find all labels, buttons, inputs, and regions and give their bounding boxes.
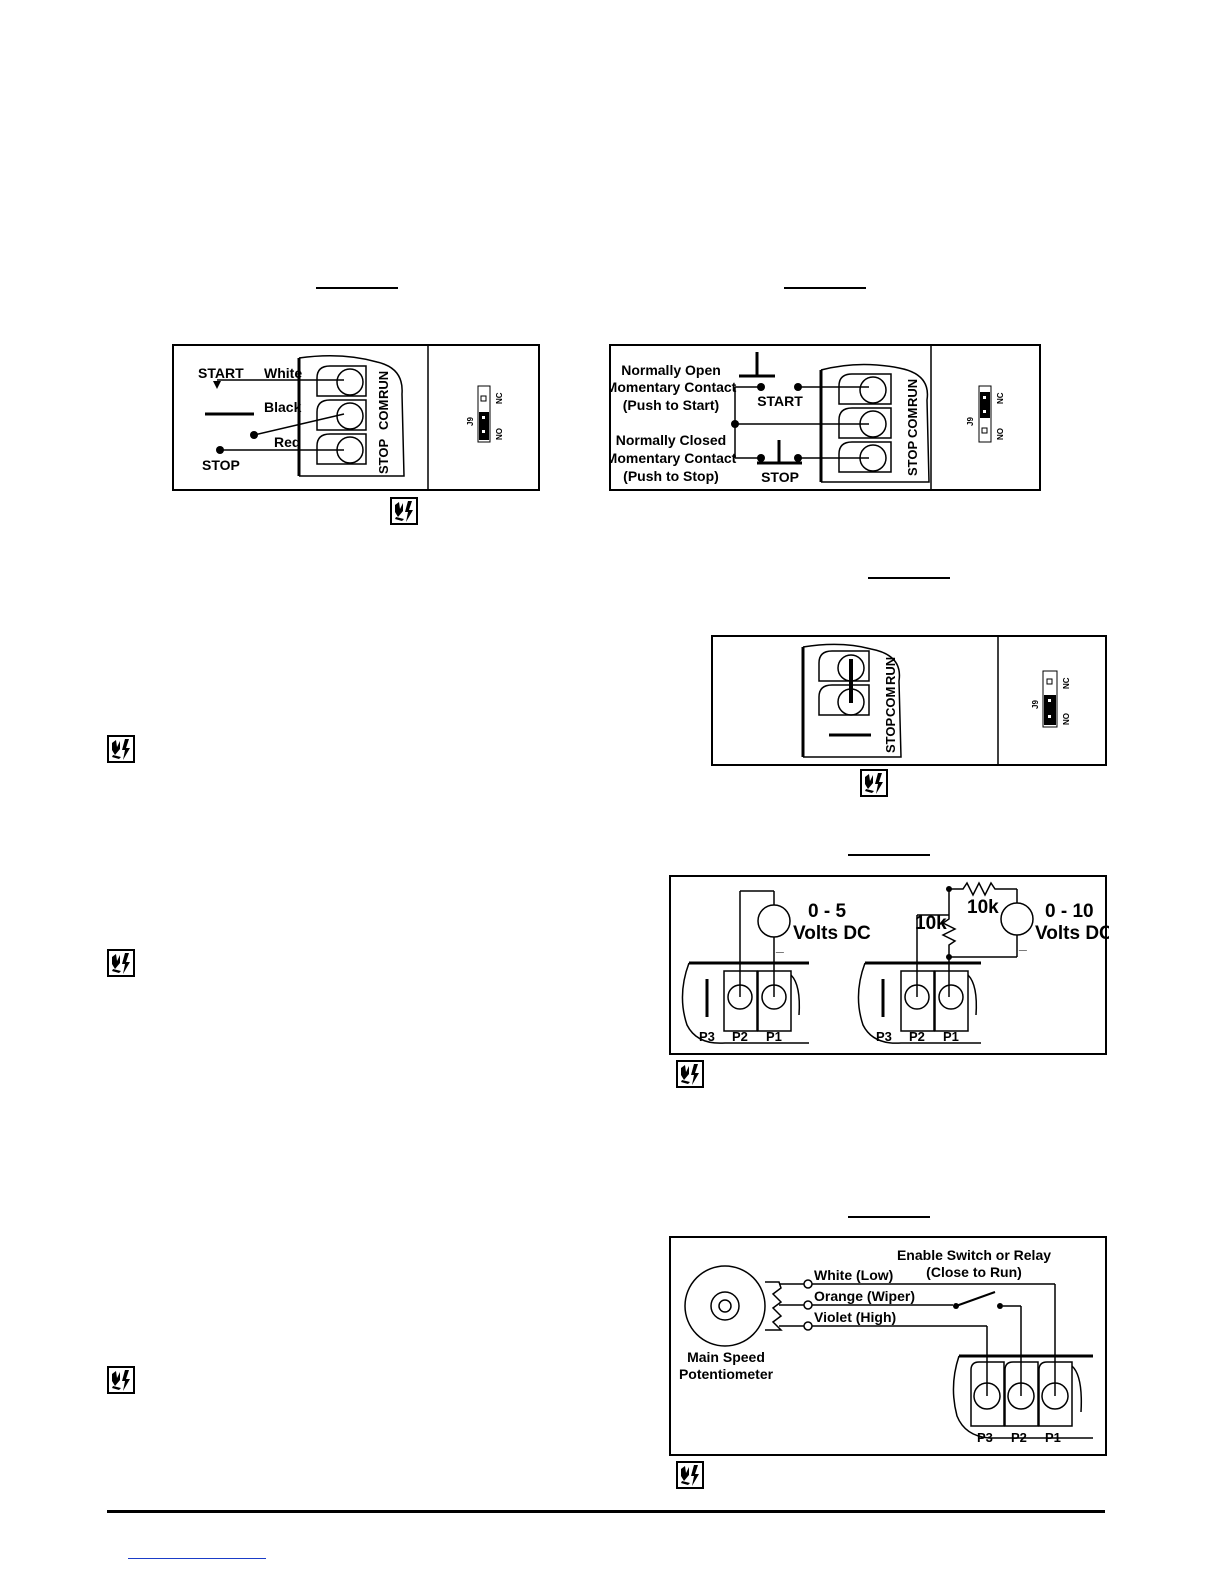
stop-terminal-label: STOP bbox=[376, 439, 391, 474]
normally-closed-label-1: Normally Closed bbox=[616, 432, 726, 448]
resistor-label: 10k bbox=[967, 897, 999, 918]
start-stop-switch-diagram: START White Black Red STOP RUN COM STOP … bbox=[172, 344, 540, 491]
minus-label: _ bbox=[775, 938, 784, 954]
p2-label: P2 bbox=[732, 1029, 748, 1044]
warning-icon bbox=[107, 735, 135, 763]
red-wire-label: Red bbox=[274, 434, 300, 450]
run-terminal-label: RUN bbox=[883, 657, 898, 685]
warning-icon bbox=[676, 1461, 704, 1489]
p2-label: P2 bbox=[909, 1029, 925, 1044]
enable-switch-label-1: Enable Switch or Relay bbox=[897, 1247, 1051, 1263]
warning-icon bbox=[390, 497, 418, 525]
potentiometer-label-2: Potentiometer bbox=[679, 1366, 774, 1382]
normally-closed-label-2: Momentary Contact bbox=[609, 450, 737, 466]
figure-title-underline bbox=[316, 287, 398, 289]
nc-label: NC bbox=[996, 392, 1005, 404]
no-label: NO bbox=[996, 428, 1005, 440]
normally-open-label-3: (Push to Start) bbox=[623, 397, 719, 413]
figure-title-underline bbox=[868, 577, 950, 579]
com-terminal-label: COM bbox=[883, 687, 898, 717]
p1-label: P1 bbox=[766, 1029, 782, 1044]
warning-icon bbox=[107, 949, 135, 977]
p2-label: P2 bbox=[1011, 1430, 1027, 1445]
no-label: NO bbox=[495, 428, 504, 440]
run-terminal-label: RUN bbox=[376, 371, 391, 399]
start-button-label: START bbox=[757, 393, 803, 409]
start-label: START bbox=[198, 365, 244, 381]
normally-closed-label-3: (Push to Stop) bbox=[623, 468, 719, 484]
volts-dc-label: Volts DC bbox=[1035, 923, 1109, 944]
white-wire-label: White bbox=[264, 365, 302, 381]
run-terminal-label: RUN bbox=[905, 379, 920, 407]
white-wire-label: White (Low) bbox=[814, 1267, 893, 1283]
resistor-label: 10k bbox=[915, 913, 947, 934]
p3-label: P3 bbox=[977, 1430, 993, 1445]
normally-open-label-2: Momentary Contact bbox=[609, 379, 737, 395]
stop-button-label: STOP bbox=[761, 469, 799, 485]
voltage-input-diagram: 0 - 5 Volts DC _ P3 P2 P1 10k 10k 0 - 10… bbox=[669, 875, 1109, 1055]
p1-label: P1 bbox=[943, 1029, 959, 1044]
no-label: NO bbox=[1062, 713, 1071, 725]
figure-title-underline bbox=[784, 287, 866, 289]
j9-label: J9 bbox=[1031, 700, 1040, 709]
violet-wire-label: Violet (High) bbox=[814, 1309, 896, 1325]
j9-label: J9 bbox=[466, 417, 475, 426]
stop-terminal-label: STOP bbox=[883, 718, 898, 753]
voltage-range-label: 0 - 10 bbox=[1045, 901, 1094, 922]
normally-open-label-1: Normally Open bbox=[621, 362, 721, 378]
footer-link[interactable] bbox=[128, 1558, 266, 1559]
enable-switch-label-2: (Close to Run) bbox=[926, 1264, 1022, 1280]
com-terminal-label: COM bbox=[376, 400, 391, 430]
enable-switch-diagram: Enable Switch or Relay (Close to Run) Wh… bbox=[669, 1236, 1107, 1456]
figure-title-underline bbox=[848, 854, 930, 856]
com-terminal-label: COM bbox=[905, 408, 920, 438]
j9-label: J9 bbox=[966, 417, 975, 426]
figure-title-underline bbox=[848, 1216, 930, 1218]
warning-icon bbox=[107, 1366, 135, 1394]
run-com-jumper-diagram: RUN COM STOP J9 NC NO bbox=[711, 635, 1107, 766]
orange-wire-label: Orange (Wiper) bbox=[814, 1288, 915, 1304]
black-wire-label: Black bbox=[264, 399, 302, 415]
momentary-contact-diagram: Normally Open Momentary Contact (Push to… bbox=[609, 344, 1041, 491]
stop-terminal-label: STOP bbox=[905, 441, 920, 476]
nc-label: NC bbox=[495, 392, 504, 404]
nc-label: NC bbox=[1062, 677, 1071, 689]
stop-label: STOP bbox=[202, 457, 240, 473]
footer-rule bbox=[107, 1510, 1105, 1513]
voltage-range-label: 0 - 5 bbox=[808, 901, 846, 922]
minus-label: _ bbox=[1018, 936, 1027, 952]
p3-label: P3 bbox=[699, 1029, 715, 1044]
warning-icon bbox=[860, 769, 888, 797]
potentiometer-label-1: Main Speed bbox=[687, 1349, 765, 1365]
volts-dc-label: Volts DC bbox=[793, 923, 871, 944]
warning-icon bbox=[676, 1060, 704, 1088]
p1-label: P1 bbox=[1045, 1430, 1061, 1445]
p3-label: P3 bbox=[876, 1029, 892, 1044]
